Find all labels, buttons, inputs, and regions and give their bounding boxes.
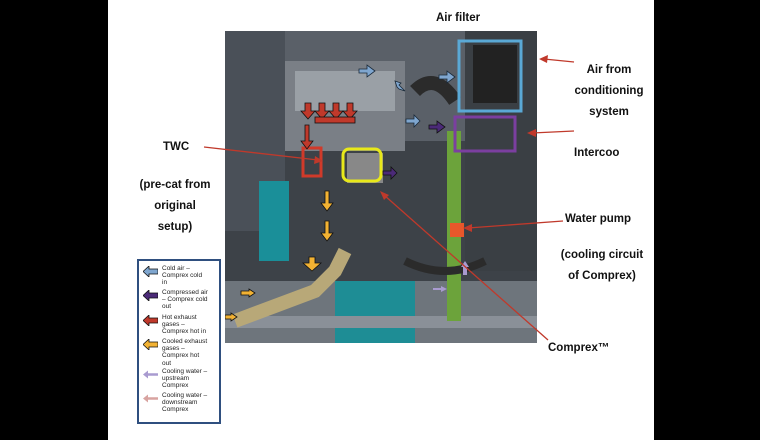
legend-item-label: Compressed air – Comprex cold out <box>162 289 208 311</box>
air-filter-highlight-box <box>457 39 523 113</box>
intercooler-highlight-box <box>453 115 517 153</box>
legend-item-label: Cooled exhaust gases – Comprex hot out <box>162 338 208 367</box>
air-from-conditioning-label: Air from conditioning system <box>574 64 644 118</box>
thin-left-arrow-icon <box>143 370 158 379</box>
twc-label: TWC <box>163 141 190 153</box>
slide: Air filter Air from conditioning system … <box>108 0 654 440</box>
air-filter-label: Air filter <box>436 12 481 24</box>
left-arrow-icon <box>143 266 158 277</box>
hot-exhaust-flow-arrows <box>300 102 358 150</box>
left-arrow-icon <box>143 339 158 350</box>
water-pump-label: Water pump <box>565 213 632 225</box>
precat-label: (pre-cat from original setup) <box>139 179 211 233</box>
thin-left-arrow-icon <box>143 394 158 403</box>
comprex-label: Comprex™ <box>548 342 610 354</box>
comprex-unit <box>347 153 383 183</box>
water-pump-unit <box>450 223 464 237</box>
legend-item-label: Cooling water – downstream Comprex <box>162 392 208 414</box>
intercooler-label: Intercoo <box>574 147 620 159</box>
left-arrow-icon <box>143 315 158 326</box>
engine-test-bench-photo <box>225 31 537 343</box>
cold-air-flow-arrows <box>358 64 456 128</box>
left-arrow-icon <box>143 290 158 301</box>
legend-item-label: Hot exhaust gases – Comprex hot in <box>162 314 207 336</box>
cooled-exhaust-flow-arrows <box>225 190 334 322</box>
comprex-highlight-box <box>341 147 383 183</box>
flow-legend: Cold air – Comprex cold in Compressed ai… <box>137 259 221 424</box>
air-filter-unit <box>473 45 517 103</box>
cooling-circuit-label: (cooling circuit of Comprex) <box>560 249 644 282</box>
legend-item-label: Cold air – Comprex cold in <box>162 265 203 287</box>
compressed-air-flow-arrows <box>382 120 446 180</box>
legend-item-label: Cooling water – upstream Comprex <box>162 368 208 390</box>
